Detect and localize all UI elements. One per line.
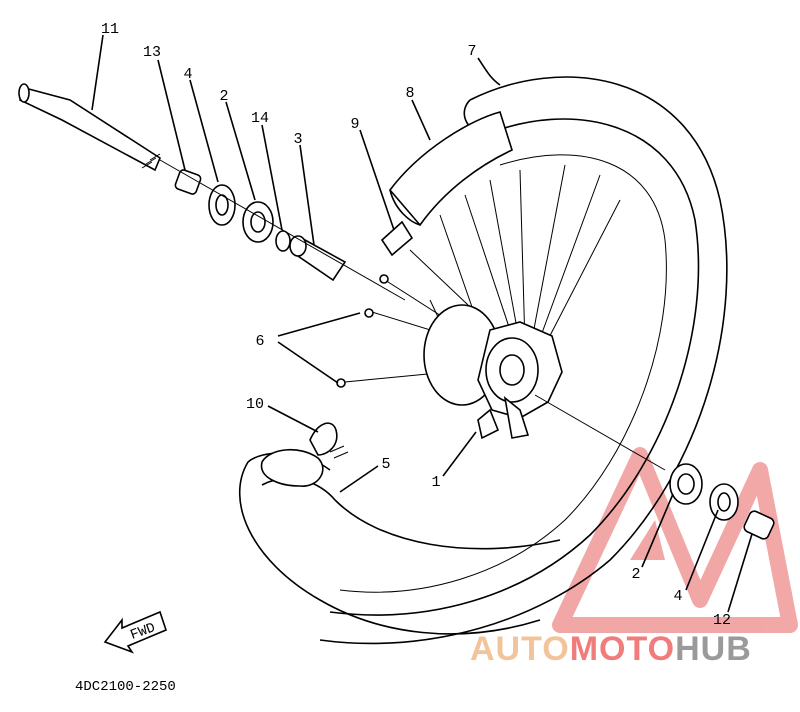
rim-band xyxy=(388,111,513,227)
callout-4-right: 4 xyxy=(673,588,682,605)
watermark-part-auto: AUTO xyxy=(470,630,570,668)
callout-11: 11 xyxy=(101,21,119,38)
watermark-logo xyxy=(552,447,798,633)
callout-2-left: 2 xyxy=(219,88,228,105)
watermark-part-hub: HUB xyxy=(675,630,752,668)
tube-valve xyxy=(260,422,349,487)
spacer-3 xyxy=(289,235,347,282)
callout-10: 10 xyxy=(246,396,264,413)
collar-13 xyxy=(174,169,202,195)
callout-9: 9 xyxy=(350,116,359,133)
callout-6: 6 xyxy=(255,333,264,350)
callout-2-right: 2 xyxy=(631,566,640,583)
callout-7: 7 xyxy=(467,43,476,60)
fwd-arrow-icon: FWD xyxy=(103,610,167,654)
drawing-code: 4DC2100-2250 xyxy=(75,679,176,695)
watermark-part-moto: MOTO xyxy=(570,630,675,668)
callout-5: 5 xyxy=(381,456,390,473)
bearing-2-right xyxy=(669,463,703,505)
bearing-4-left xyxy=(208,184,236,226)
oil-seal-4-right xyxy=(709,483,739,521)
collar-12 xyxy=(743,510,775,540)
valve-stem xyxy=(380,220,414,257)
callout-4-left: 4 xyxy=(183,66,192,83)
watermark-text: AUTOMOTOHUB xyxy=(470,630,752,668)
callout-1: 1 xyxy=(431,474,440,491)
rim xyxy=(319,76,728,645)
circlip-14 xyxy=(275,230,291,252)
callout-13: 13 xyxy=(143,44,161,61)
axle xyxy=(18,83,161,172)
wheel-hub xyxy=(423,304,563,440)
callout-3: 3 xyxy=(293,131,302,148)
leader-lines xyxy=(91,34,753,613)
callout-14: 14 xyxy=(251,110,269,127)
callout-12: 12 xyxy=(713,612,731,629)
callout-8: 8 xyxy=(405,85,414,102)
